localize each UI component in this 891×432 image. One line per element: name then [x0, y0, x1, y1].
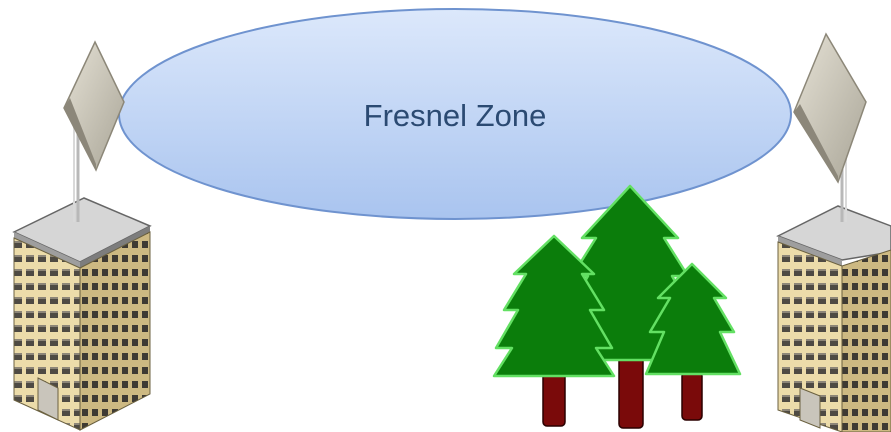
right-building-icon: [778, 206, 891, 432]
left-tree-trunk: [543, 372, 565, 426]
right-tree-trunk: [682, 372, 702, 420]
middle-tree-trunk: [619, 356, 643, 428]
trees: [494, 186, 740, 428]
fresnel-zone-label: Fresnel Zone: [364, 98, 547, 133]
fresnel-zone: Fresnel Zone: [119, 9, 791, 219]
left-building-icon: [14, 198, 150, 430]
right-antenna-dish-icon: [794, 34, 866, 222]
left-antenna-dish-icon: [64, 42, 124, 222]
